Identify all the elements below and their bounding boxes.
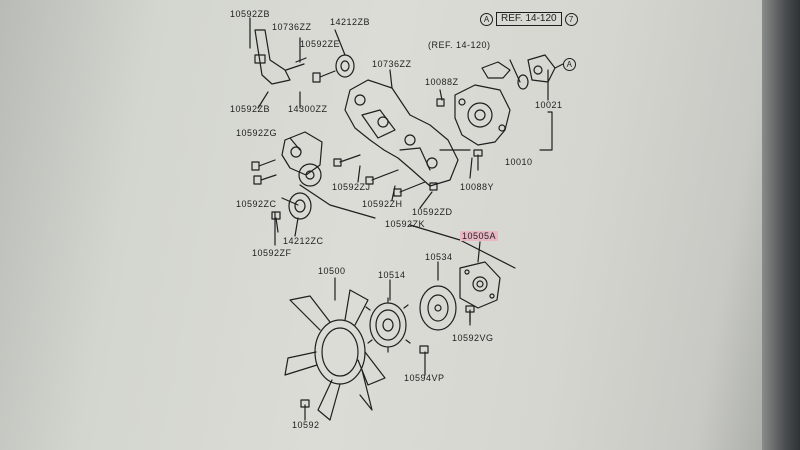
bolt-10088y [473, 149, 483, 171]
part-label-10592zb-bottom: 10592ZB [230, 104, 271, 114]
leader-line [357, 165, 361, 183]
part-label-10534: 10534 [425, 252, 453, 262]
bolt-10592zf [271, 211, 281, 233]
gasket [481, 61, 511, 79]
o-ring [517, 74, 529, 90]
leader-line [469, 157, 473, 179]
bolt-10592 [300, 399, 310, 408]
leader-line [477, 241, 481, 263]
reference-header: A REF. 14-120 7 [480, 12, 578, 26]
part-label-14300zz: 14300ZZ [288, 104, 328, 114]
leader-line [539, 111, 553, 151]
fan-clutch-10514 [365, 297, 411, 353]
part-label-10592zh: 10592ZH [362, 199, 403, 209]
bolt-10594vp [419, 345, 429, 354]
part-label-10505a-wrap: 10505A [460, 231, 499, 241]
part-label-10592zg: 10592ZG [236, 128, 278, 138]
part-label-14212zc: 14212ZC [283, 236, 324, 246]
part-label-10592zb-top: 10592ZB [230, 9, 271, 19]
part-label-10594vp: 10594VP [404, 373, 445, 383]
bolt-10592zj [333, 154, 361, 167]
leader-line [419, 191, 433, 209]
leader-line [334, 29, 346, 56]
water-pump [454, 84, 511, 146]
part-label-10592zk: 10592ZK [385, 219, 426, 229]
leader-line [389, 69, 393, 89]
thermostat-housing [527, 54, 556, 83]
pulley-14212zb [335, 54, 355, 78]
bolt-tab [254, 54, 266, 64]
leader-line [257, 91, 269, 109]
part-label-10592zf: 10592ZF [252, 248, 292, 258]
part-label-10500: 10500 [318, 266, 346, 276]
ref-circle-left: A [480, 12, 493, 26]
part-label-10010: 10010 [505, 157, 533, 167]
part-label-10736zz-a: 10736ZZ [272, 22, 312, 32]
fan-pulley-10534 [419, 285, 457, 331]
leader-line [294, 217, 299, 237]
part-label-10592zc: 10592ZC [236, 199, 277, 209]
part-label-10592: 10592 [292, 420, 320, 430]
part-label-10088y: 10088Y [460, 182, 495, 192]
mount-bracket [254, 29, 291, 85]
part-label-10088z: 10088Z [425, 77, 459, 87]
ref-box-text: REF. 14-120 [496, 12, 562, 26]
bolt-10592ze [312, 70, 336, 83]
ref-sub-label: (REF. 14-120) [428, 40, 491, 50]
part-label-10592vg: 10592VG [452, 333, 494, 343]
bolt-10592zc-a [253, 174, 277, 185]
bolt-10592zd [393, 181, 438, 197]
part-label-10592zj: 10592ZJ [332, 182, 371, 192]
part-label-10021: 10021 [535, 100, 563, 110]
part-label-10514: 10514 [378, 270, 406, 280]
main-bracket [344, 79, 459, 187]
monitor-bezel [762, 0, 800, 450]
ref-sub-circle: A [563, 58, 576, 71]
ref-sub-circle-wrap: A [563, 58, 576, 71]
fan-bracket-10505a [459, 261, 501, 309]
bolt-10088z [436, 98, 445, 107]
tensioner-14300zz [281, 131, 323, 187]
leader-line [299, 184, 376, 219]
part-label-10505a: 10505A [460, 231, 499, 241]
part-label-10592ze: 10592ZE [300, 39, 341, 49]
leader-line [439, 89, 443, 101]
bolt-10592vg [465, 305, 475, 323]
pulley-14212zc [288, 192, 312, 220]
cooling-fan-10500 [284, 289, 386, 421]
bolt-10592zg [251, 159, 276, 171]
part-label-10592zd: 10592ZD [412, 207, 453, 217]
ref-circle-right: 7 [564, 12, 578, 26]
part-label-14212zb: 14212ZB [330, 17, 371, 27]
part-label-10736zz-b: 10736ZZ [372, 59, 412, 69]
bolt-10592zh [365, 169, 399, 185]
